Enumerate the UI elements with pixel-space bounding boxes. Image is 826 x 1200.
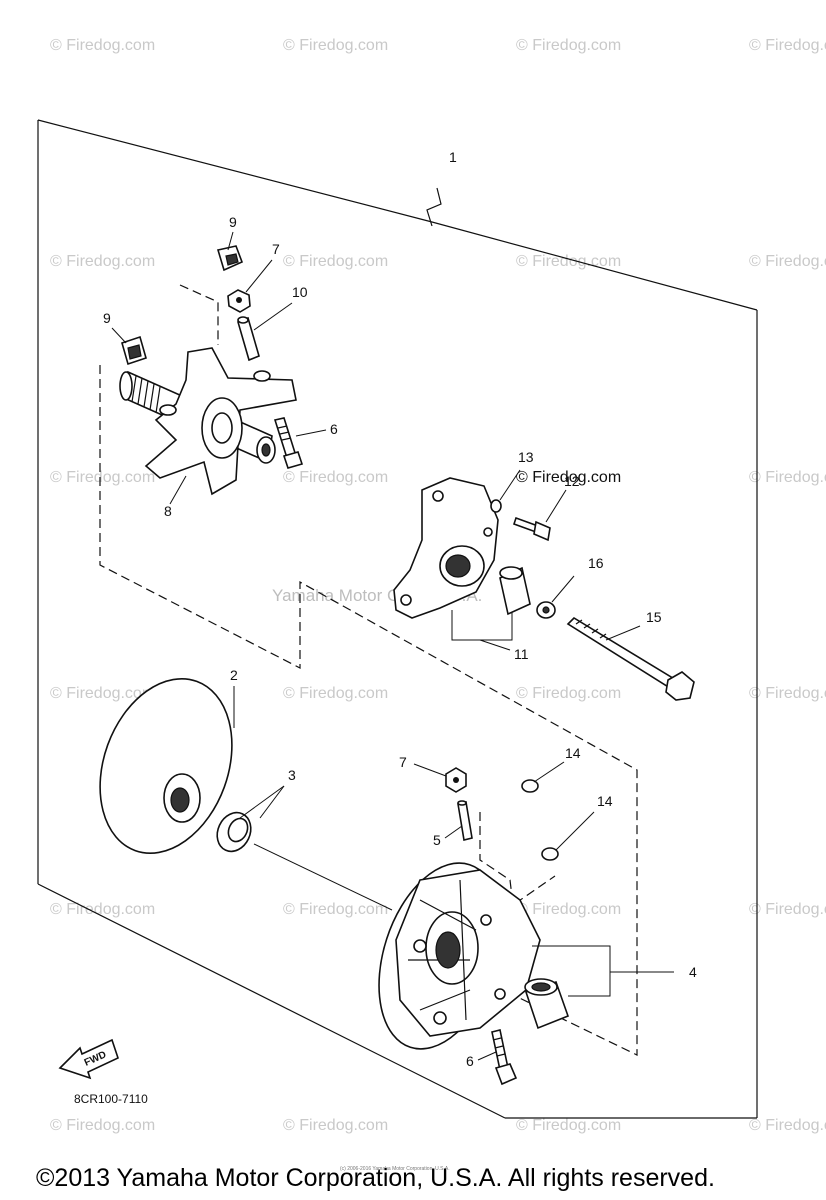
- bushing-part-11: [499, 566, 531, 616]
- watermark: © Firedog.com: [749, 37, 826, 54]
- watermark: © Firedog.com: [516, 901, 621, 918]
- watermark: © Firedog.com: [283, 37, 388, 54]
- bushing-part-3: [216, 811, 252, 853]
- washer-part-16: [536, 601, 556, 619]
- watermark: © Firedog.com: [749, 901, 826, 918]
- part-number-2: 2: [230, 667, 238, 683]
- part-number-5: 5: [433, 832, 441, 848]
- firedog-link[interactable]: © Firedog.com: [516, 469, 621, 486]
- part-number-7: 7: [399, 754, 407, 770]
- part-number-10: 10: [292, 284, 308, 300]
- bolt-part-6-top: [273, 417, 304, 469]
- forward-arrow-icon: FWD: [58, 1038, 119, 1080]
- watermark: © Firedog.com: [50, 901, 155, 918]
- pin-part-10: [237, 316, 260, 362]
- watermark: © Firedog.com: [516, 37, 621, 54]
- washer-part-14-top: [521, 779, 539, 793]
- part-number-6: 6: [330, 421, 338, 437]
- nut-part-7-top: [227, 289, 251, 313]
- watermark: © Firedog.com: [50, 253, 155, 270]
- part-number-1: 1: [449, 149, 457, 165]
- diagram-code: 8CR100-7110: [74, 1092, 148, 1106]
- washer-part-14-bottom: [541, 847, 559, 861]
- sub-assembly-boundaries: [99, 284, 638, 1056]
- watermark: © Firedog.com: [50, 685, 155, 702]
- small-print: (c) 2006-2016 Yamaha Motor Corporation, …: [340, 1166, 450, 1172]
- watermark: © Firedog.com: [516, 1117, 621, 1134]
- spider-part-8: [119, 347, 297, 496]
- watermark: © Firedog.com: [283, 901, 388, 918]
- washer-part-13: [490, 499, 502, 513]
- watermark: © Firedog.com: [50, 1117, 155, 1134]
- assembly-outline: [37, 119, 758, 1119]
- watermark: © Firedog.com: [283, 1117, 388, 1134]
- weight-part-9-left: [121, 335, 147, 366]
- cover-part-11: [393, 477, 499, 619]
- watermark: © Firedog.com: [50, 469, 155, 486]
- bolt-part-15: [566, 616, 695, 701]
- part-number-4: 4: [689, 964, 697, 980]
- pin-part-5: [457, 800, 473, 841]
- part-number-14: 14: [565, 745, 581, 761]
- watermark: © Firedog.com: [283, 469, 388, 486]
- watermark: © Firedog.com: [749, 1117, 826, 1134]
- part-number-7: 7: [272, 241, 280, 257]
- watermark: © Firedog.com: [749, 685, 826, 702]
- watermark: © Firedog.com: [50, 37, 155, 54]
- watermark: © Firedog.com: [283, 685, 388, 702]
- watermark: © Firedog.com: [749, 253, 826, 270]
- sheave-part-2: [99, 678, 233, 854]
- bushing-part-4: [524, 978, 570, 1030]
- part-number-16: 16: [588, 555, 604, 571]
- nut-part-7-bottom: [445, 767, 467, 793]
- watermark: © Firedog.com: [516, 253, 621, 270]
- part-number-6: 6: [466, 1053, 474, 1069]
- watermark: © Firedog.com: [516, 685, 621, 702]
- part-number-8: 8: [164, 503, 172, 519]
- part-number-3: 3: [288, 767, 296, 783]
- part-number-14: 14: [597, 793, 613, 809]
- bolt-part-12: [512, 516, 551, 542]
- part-number-15: 15: [646, 609, 662, 625]
- weight-part-9-top: [216, 245, 244, 272]
- part-number-12: 12: [564, 473, 580, 489]
- sheave-part-4: [378, 862, 541, 1050]
- part-number-9: 9: [229, 214, 237, 230]
- copyright-notice: ©2013 Yamaha Motor Corporation, U.S.A. A…: [36, 1164, 715, 1192]
- part-number-11: 11: [514, 646, 529, 662]
- part-number-13: 13: [518, 449, 534, 465]
- watermark: © Firedog.com: [283, 253, 388, 270]
- part-number-9: 9: [103, 310, 111, 326]
- bolt-part-6-bottom: [491, 1029, 518, 1086]
- watermark: © Firedog.com: [749, 469, 826, 486]
- watermark-grid: © Firedog.com © Firedog.com © Firedog.co…: [50, 37, 826, 1134]
